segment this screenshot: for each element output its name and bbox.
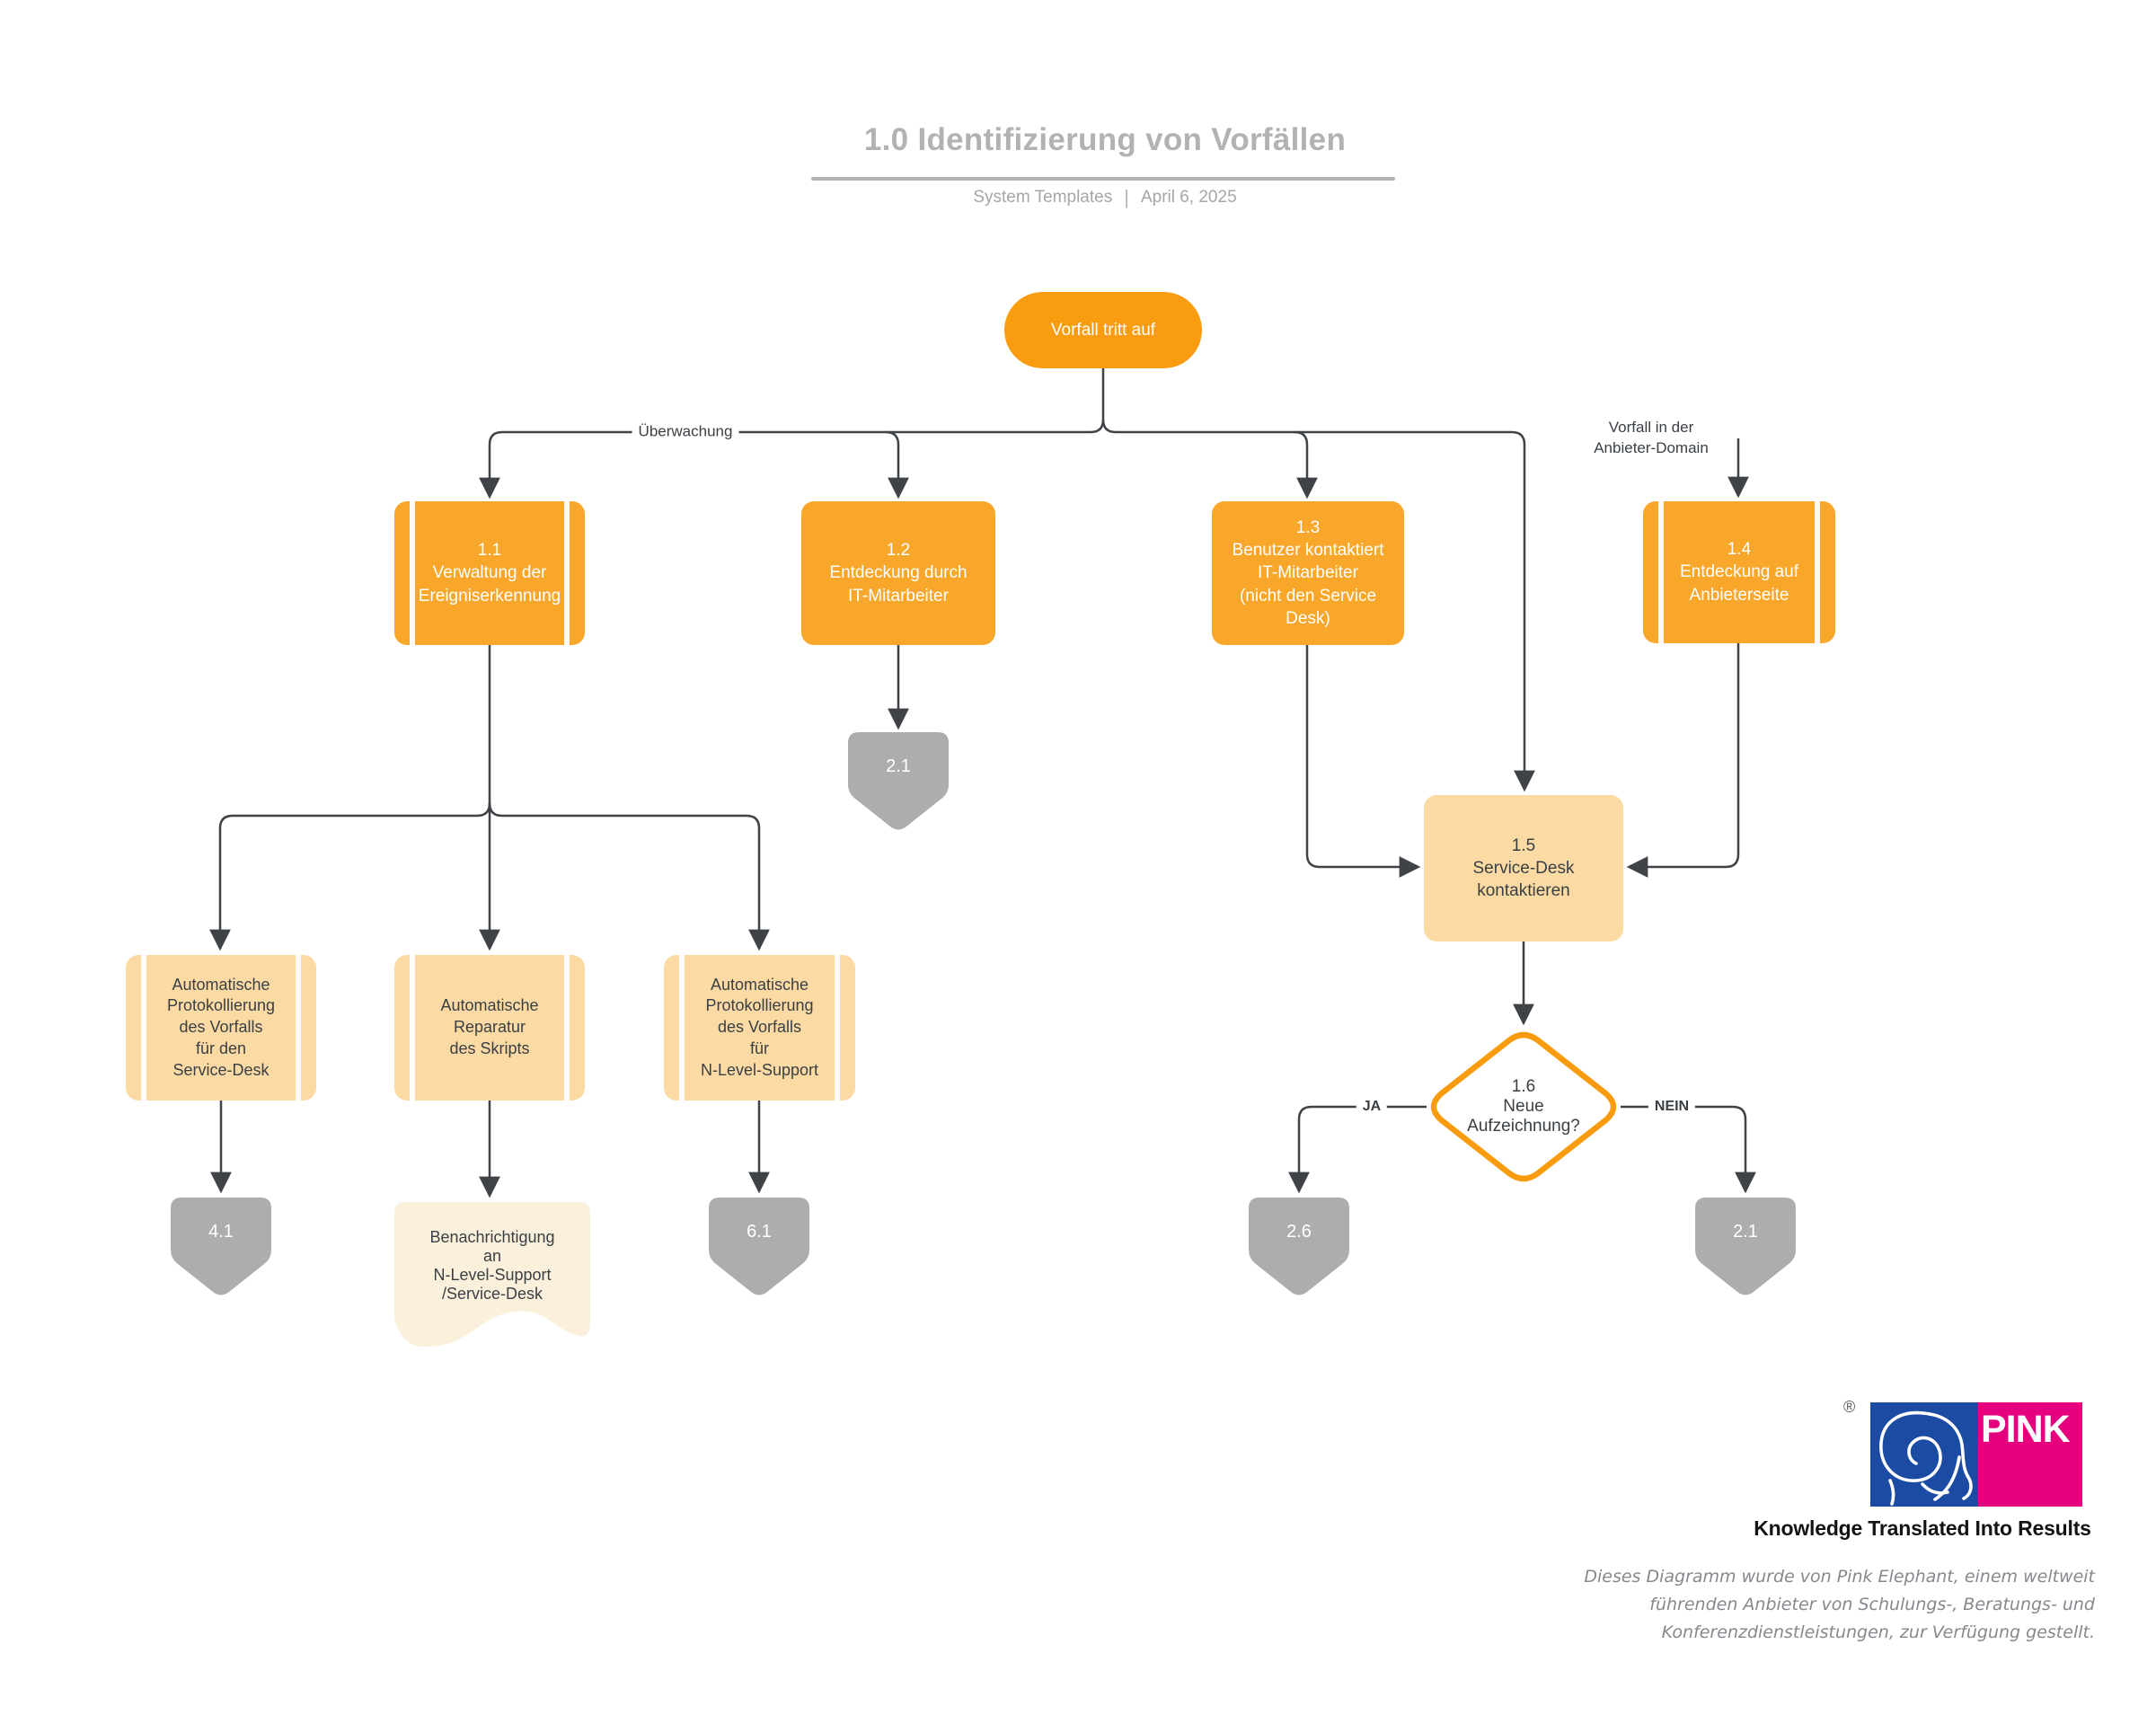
predefined-process-stripe-right [835,955,840,1101]
title-underline [811,177,1395,181]
document-notify-label: Benachrichtigung an N-Level-Support /Ser… [394,1211,590,1321]
edge-1-6-no-to-2-1 [1621,1105,1756,1194]
node-start-vorfall-tritt-auf: Vorfall tritt auf [1004,292,1202,368]
offpage-connector-2-6-label: 2.6 [1249,1198,1349,1298]
decision-1-6-label: 1.6 Neue Aufzeichnung? [1434,1040,1613,1173]
predefined-process-stripe-left [410,501,415,645]
node-1-3-label: 1.3 Benutzer kontaktiert IT-Mitarbeiter … [1232,518,1384,628]
footer-disclaimer: Dieses Diagramm wurde von Pink Elephant,… [1584,1567,2095,1642]
page-subtitle: System Templates | April 6, 2025 [656,186,1554,209]
node-auto-repair-label: Automatische Reparatur des Skripts [440,996,539,1057]
edge-1-3-to-1-5 [1305,645,1421,878]
node-1-4-entdeckung-anbieterseite: 1.4 Entdeckung auf Anbieterseite [1643,501,1835,643]
logo-pink-square [1978,1402,2082,1507]
edge-label-nein: NEIN [1648,1096,1696,1118]
node-auto-reparatur-skripts: Automatische Reparatur des Skripts [394,955,585,1101]
offpage-connector-6-1-label: 6.1 [709,1198,809,1298]
node-1-2-label: 1.2 Entdeckung durch IT-Mitarbeiter [829,541,968,606]
node-1-1-label: 1.1 Verwaltung der Ereigniserkennung [418,541,561,606]
edge-drop-to-1-2 [885,430,909,499]
offpage-connector-2-1-top-shape [848,732,949,830]
decision-1-6-shape [1430,1031,1617,1182]
registered-trademark-symbol: ® [1843,1398,1856,1416]
predefined-process-stripe-right [296,955,301,1101]
predefined-process-stripe-right [1815,501,1820,643]
page-title: 1.0 Identifizierung von Vorfällen [863,122,1347,157]
edge-trunk-right-to-1-5 [1101,419,1535,792]
node-auto-protokollierung-n-level: Automatische Protokollierung des Vorfall… [664,955,855,1101]
offpage-connector-4-1-label: 4.1 [171,1198,271,1298]
predefined-process-stripe-left [679,955,685,1101]
edge-trunk-left-to-1-1 [479,419,1105,499]
pink-elephant-logo [1870,1402,2082,1507]
connector-4-1-text: 4.1 [208,1221,234,1242]
subtitle-date: April 6, 2025 [1140,188,1237,207]
offpage-connector-2-6-shape [1249,1198,1349,1295]
node-auto-log-sd-label: Automatische Protokollierung des Vorfall… [166,975,276,1079]
connector-2-6-text: 2.6 [1286,1221,1312,1242]
node-auto-protokollierung-service-desk: Automatische Protokollierung des Vorfall… [126,955,316,1101]
node-1-5-label: 1.5 Service-Desk kontaktieren [1472,835,1575,901]
node-1-4-label: 1.4 Entdeckung auf Anbieterseite [1679,540,1799,605]
offpage-connector-4-1-shape [171,1198,271,1295]
predefined-process-stripe-left [1658,501,1664,643]
node-auto-log-nl-label: Automatische Protokollierung des Vorfall… [700,975,819,1079]
connector-2-1-right-text: 2.1 [1733,1221,1758,1242]
edge-fork-left [209,802,491,951]
subtitle-separator: | [1124,186,1129,208]
logo-wordmark-pink: PINK [1981,1408,2071,1451]
edge-drop-to-1-3 [1294,430,1318,499]
offpage-connector-2-1-right-shape [1695,1198,1796,1295]
edge-fork-right [488,802,770,951]
logo-blue-square [1870,1402,1978,1507]
offpage-connector-6-1-shape [709,1198,809,1295]
edge-1-6-yes-to-2-6 [1288,1105,1427,1194]
document-notify-text: Benachrichtigung an N-Level-Support /Ser… [429,1228,555,1303]
offpage-connector-2-1-right-label: 2.1 [1695,1198,1796,1298]
connector-2-1-top-text: 2.1 [886,756,911,776]
node-1-1-verwaltung-ereigniserkennung: 1.1 Verwaltung der Ereigniserkennung [394,501,585,645]
edge-label-ja: JA [1356,1096,1388,1118]
predefined-process-stripe-left [410,955,415,1101]
node-1-2-entdeckung-it-mitarbeiter: 1.2 Entdeckung durch IT-Mitarbeiter [801,501,995,645]
connector-6-1-text: 6.1 [747,1221,772,1242]
predefined-process-stripe-left [141,955,146,1101]
edge-1-4-to-1-5 [1626,641,1740,878]
predefined-process-stripe-right [564,501,570,645]
edge-label-ueberwachung: Überwachung [632,420,739,444]
edge-label-vorfall-anbieter-domain: Vorfall in der Anbieter-Domain [1594,419,1709,456]
offpage-connector-2-1-top-label: 2.1 [848,732,949,833]
brand-tagline: Knowledge Translated Into Results [1754,1516,2091,1540]
node-1-3-benutzer-kontaktiert: 1.3 Benutzer kontaktiert IT-Mitarbeiter … [1212,501,1404,645]
node-1-5-service-desk-kontaktieren: 1.5 Service-Desk kontaktieren [1424,795,1623,941]
page-header: 1.0 Identifizierung von Vorfällen [656,122,1554,158]
predefined-process-stripe-right [564,955,570,1101]
subtitle-source: System Templates [973,188,1113,207]
node-start-label: Vorfall tritt auf [1050,320,1156,340]
elephant-illustration [1879,1410,1973,1506]
document-notify-shape [394,1202,590,1348]
decision-1-6-text: 1.6 Neue Aufzeichnung? [1467,1077,1580,1136]
